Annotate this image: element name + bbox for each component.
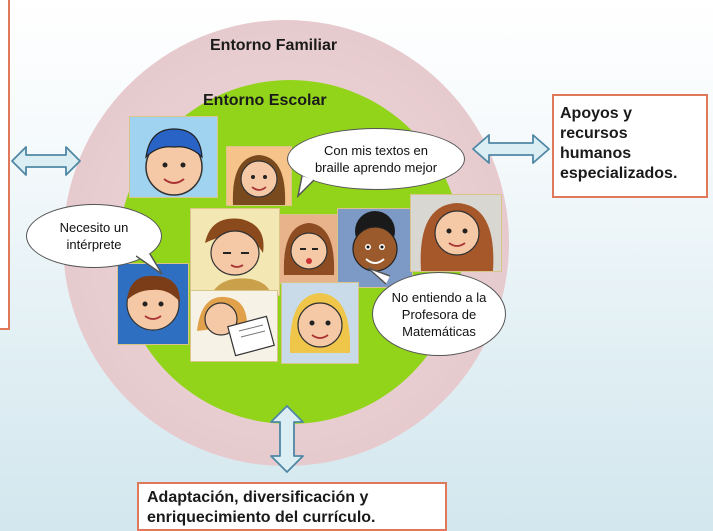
support-box-line: humanos: [560, 145, 632, 162]
child-picture: [190, 208, 280, 296]
bubble-text-line: Con mis textos en: [323, 143, 429, 158]
speech-bubble-matematicas: No entiendo a la Profesora de Matemática…: [372, 272, 506, 356]
support-resources-box: Apoyos y recursos humanos especializados…: [552, 94, 708, 198]
speech-bubble-interprete: Necesito un intérprete: [26, 204, 162, 268]
family-environment-title: Entorno Familiar: [210, 37, 338, 54]
bubble-text-line: intérprete: [66, 237, 122, 252]
child-picture: [410, 194, 502, 272]
double-arrow-horizontal-icon: [472, 134, 550, 164]
bubble-text-line: braille aprendo mejor: [314, 160, 438, 175]
child-picture: [281, 282, 359, 364]
double-arrow-vertical-icon: [270, 405, 304, 473]
speech-bubble-tail: [136, 254, 163, 275]
support-box-line: recursos: [560, 125, 628, 142]
school-environment-title: Entorno Escolar: [203, 92, 327, 109]
bubble-text-line: Matemáticas: [402, 323, 476, 339]
bubble-text-line: No entiendo a la: [391, 289, 487, 305]
child-picture: [129, 116, 218, 198]
curriculum-box-line: enriquecimiento del currículo.: [147, 509, 376, 526]
double-arrow-horizontal-icon: [11, 146, 81, 176]
child-picture: [117, 263, 189, 345]
bubble-text-line: Necesito un: [59, 220, 129, 235]
speech-bubble-braille: Con mis textos en braille aprendo mejor: [287, 128, 465, 190]
bubble-text-line: Profesora de: [401, 306, 477, 322]
left-box: [0, 0, 10, 330]
child-picture: [279, 214, 339, 284]
speech-bubble-tail: [296, 176, 315, 198]
child-picture: [190, 290, 278, 362]
speech-bubble-tail: [367, 267, 391, 285]
curriculum-box: Adaptación, diversificación y enriquecim…: [137, 482, 447, 531]
child-picture: [226, 146, 292, 206]
support-box-line: Apoyos y: [560, 105, 633, 122]
support-box-line: especializados.: [560, 165, 678, 182]
curriculum-box-line: Adaptación, diversificación y: [147, 489, 369, 506]
